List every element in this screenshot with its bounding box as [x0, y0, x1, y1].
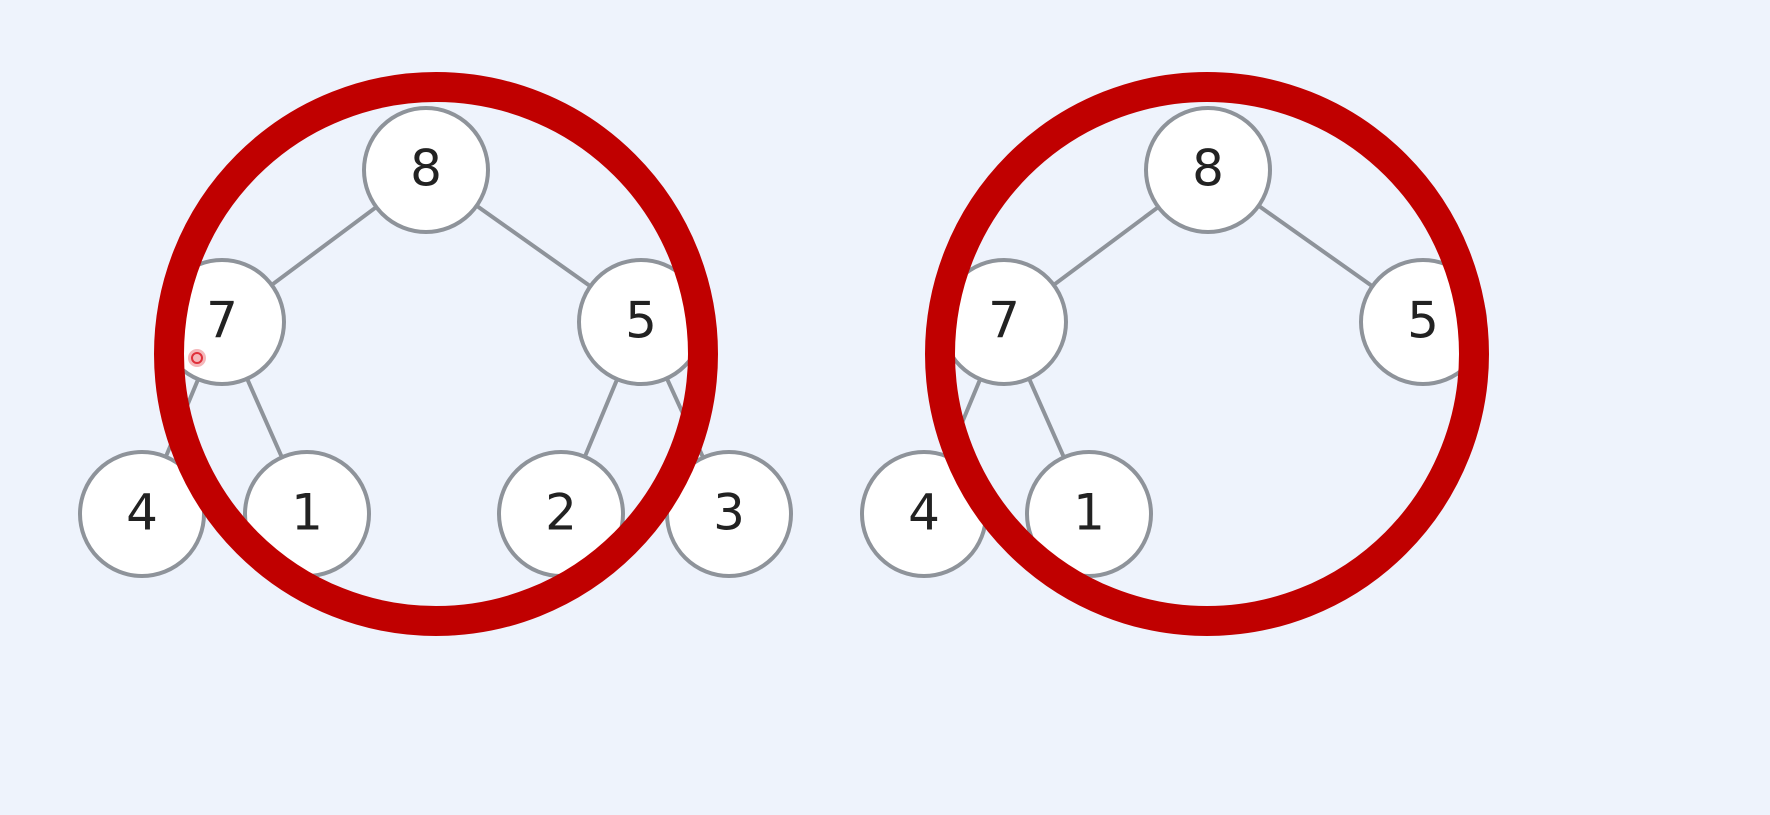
pointer-cursor-icon: [188, 349, 206, 367]
tree-edge: [1027, 376, 1066, 460]
node-label: 1: [1073, 484, 1105, 542]
node-label: 4: [908, 484, 940, 542]
tree-node: 8: [1144, 106, 1272, 234]
tree-node: 2: [497, 450, 625, 578]
tree-edge: [474, 203, 593, 289]
node-label: 5: [625, 292, 657, 350]
node-label: 5: [1407, 292, 1439, 350]
tree-edge: [1051, 205, 1161, 287]
node-circle: [1144, 106, 1272, 234]
node-label: 4: [126, 484, 158, 542]
node-label: 8: [1192, 140, 1224, 198]
tree-node: 4: [860, 450, 988, 578]
tree-node: 8: [362, 106, 490, 234]
node-label: 2: [545, 484, 577, 542]
node-label: 3: [713, 484, 745, 542]
cursor-layer: [188, 349, 206, 367]
node-label: 7: [988, 292, 1020, 350]
highlight-ring: [154, 72, 718, 636]
tree-node: 1: [1025, 450, 1153, 578]
tree-node: 5: [577, 258, 705, 386]
edges-layer: [163, 203, 1375, 460]
tree-edge: [582, 377, 620, 459]
tree-edge: [269, 205, 379, 287]
node-label: 1: [291, 484, 323, 542]
nodes-layer: 8 7 5 4 1 2 3 8 7 5 4 1: [78, 106, 1487, 578]
node-circle: [362, 106, 490, 234]
node-circle: [1025, 450, 1153, 578]
node-label: 8: [410, 140, 442, 198]
node-label: 7: [206, 292, 238, 350]
tree-edge: [1256, 203, 1375, 289]
highlight-ring: [925, 72, 1489, 636]
tree-edge: [245, 376, 284, 460]
tree-node: 1: [243, 450, 371, 578]
highlight-rings-layer: [154, 72, 1489, 636]
